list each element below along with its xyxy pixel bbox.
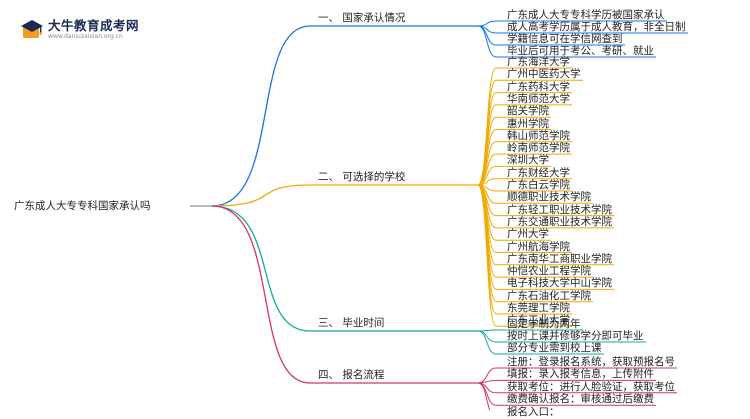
mindmap-root: 广东成人大专专科国家承认吗 (14, 200, 151, 212)
school-list-item: 顺德职业技术学院 (507, 191, 591, 204)
school-list-item: 广州中医药大学 (507, 68, 581, 81)
item-connector-2-7 (477, 141, 497, 186)
mindmap-leaf: 成人高考学历属于成人教育，非全日制 (507, 21, 686, 33)
branch-connector-2 (211, 184, 311, 207)
item-connector-3-3 (477, 330, 497, 355)
school-list-item: 东莞理工学院 (507, 302, 570, 314)
school-list-item: 仲恺农业工程学院 (507, 265, 591, 278)
item-connector-2-4 (477, 104, 497, 186)
item-connector-3-2 (477, 330, 497, 343)
logo-subtitle: www.daniuzaixian.org.cn (48, 33, 123, 40)
school-list-item: 广东海洋大学 (507, 56, 570, 68)
mindmap-leaf: 固定学制为两年 (507, 318, 581, 330)
school-list-item: 广东轻工职业技术学院 (507, 203, 612, 216)
school-list-item: 广东工业大学 (507, 314, 570, 327)
item-connector-3-1 (477, 329, 497, 332)
school-list-item: 广东南华工商职业学院 (507, 252, 612, 265)
mindmap-leaf: 缴费确认报名：审核通过后缴费 (507, 393, 654, 406)
mindmap-leaf: 获取考位：进行人脸验证，获取考位 (507, 380, 675, 393)
branch-label-3: 三、 毕业时间 (318, 317, 385, 329)
school-list-item: 韩山师范学院 (507, 129, 570, 142)
school-list-item: 华南师范大学 (507, 92, 570, 105)
branch-label-1: 一、 国家承认情况 (318, 12, 406, 24)
school-list-item: 广州大学 (507, 228, 549, 241)
school-list-item: 广东石油化工学院 (507, 289, 591, 302)
mindmap-leaf: 注册：登录报名系统，获取预报名号 (507, 356, 675, 368)
mindmap-leaf: 按时上课并修够学分即可毕业 (507, 330, 644, 342)
school-list-item: 广东白云学院 (507, 179, 570, 191)
branch-connector-1 (211, 25, 311, 207)
school-list-item: 广东交通职业技术学院 (507, 215, 612, 228)
item-connector-1-4 (477, 25, 497, 58)
mindmap-connectors (190, 20, 688, 410)
school-list-item: 韶关学院 (507, 105, 549, 118)
mindmap-leaf: 报名入口： (507, 405, 560, 418)
school-list-item: 深圳大学 (507, 154, 549, 167)
item-connector-4-2 (477, 379, 497, 384)
branch-connector-3 (211, 205, 311, 332)
school-list-item: 惠州学院 (507, 117, 549, 130)
mindmap-leaf: 广东成人大专专科学历被国家承认 (507, 9, 665, 21)
school-list-item: 广东财经大学 (507, 166, 570, 179)
branch-label-2: 二、 可选择的学校 (318, 171, 406, 183)
school-list-item: 广东药科大学 (507, 80, 570, 93)
item-connector-2-8 (477, 153, 497, 186)
item-connector-1-1 (477, 20, 497, 27)
branch-label-4: 四、 报名流程 (318, 369, 385, 381)
logo-title: 大牛教育成考网 (48, 18, 140, 33)
school-list-item: 电子科技大学中山学院 (507, 277, 612, 290)
school-list-item: 广州航海学院 (507, 240, 570, 253)
school-list-item: 岭南师范学院 (507, 142, 570, 155)
mindmap-leaf: 学籍信息可在学信网查到 (507, 33, 623, 45)
branch-connector-4 (211, 205, 311, 384)
item-connector-2-22 (477, 184, 497, 327)
site-logo[interactable]: 大牛教育成考网 www.daniuzaixian.org.cn (20, 13, 140, 45)
mindmap-leaf: 部分专业需到校上课 (507, 342, 602, 354)
item-connector-4-5 (477, 382, 491, 410)
mindmap-leaf: 填报：录入报考信息，上传附件 (507, 368, 654, 381)
mindmap-leaf: 毕业后可用于考公、考研、就业 (507, 45, 654, 57)
graduation-cap-icon (21, 20, 43, 38)
